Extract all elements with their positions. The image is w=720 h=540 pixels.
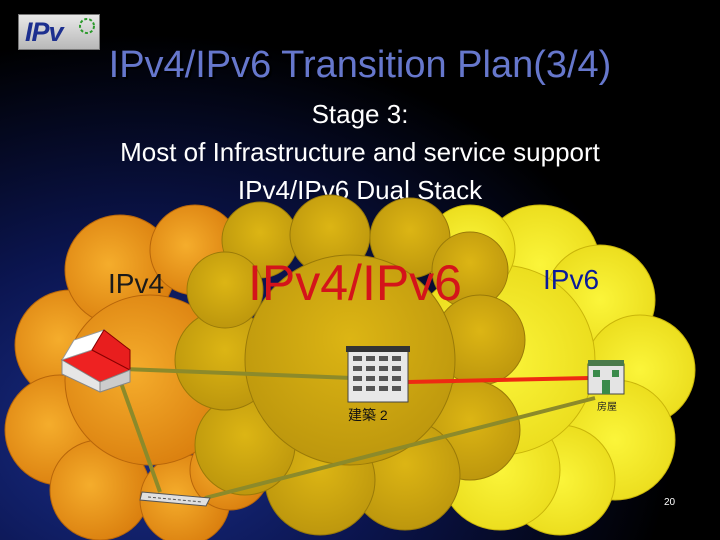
network-switch-icon — [139, 491, 211, 507]
link-house-to-building — [99, 366, 353, 380]
slide-subtitle: Stage 3: Most of Infrastructure and serv… — [0, 95, 720, 209]
link-building-to-ipv6-house — [407, 376, 591, 384]
network-links — [99, 366, 596, 500]
ipv4-house-icon — [60, 329, 132, 393]
link-house-to-switch — [118, 379, 162, 493]
subtitle-line-3: IPv4/IPv6 Dual Stack — [237, 175, 483, 205]
ipv4-cloud-label: IPv4 — [108, 268, 165, 299]
logo-text: IPv — [25, 17, 64, 47]
house-caption: 房屋 — [597, 402, 617, 413]
logo-leaf-icon — [79, 18, 95, 34]
ipv6-cloud-label: IPv6 — [543, 264, 600, 295]
ipv6-logo: IPv — [18, 14, 100, 50]
subtitle-line-1: Stage 3: — [311, 99, 409, 129]
ipv6-house-icon — [587, 360, 625, 395]
subtitle-line-2: Most of Infrastructure and service suppo… — [120, 137, 600, 167]
building-caption: 建築 2 — [348, 407, 388, 423]
office-building-icon — [346, 346, 410, 403]
link-switch-to-ipv6-house — [204, 396, 596, 500]
dual-stack-cloud-label: IPv4/IPv6 — [248, 255, 462, 311]
slide-title: IPv4/IPv6 Transition Plan(3/4) — [108, 44, 612, 86]
page-number: 20 — [664, 497, 676, 508]
